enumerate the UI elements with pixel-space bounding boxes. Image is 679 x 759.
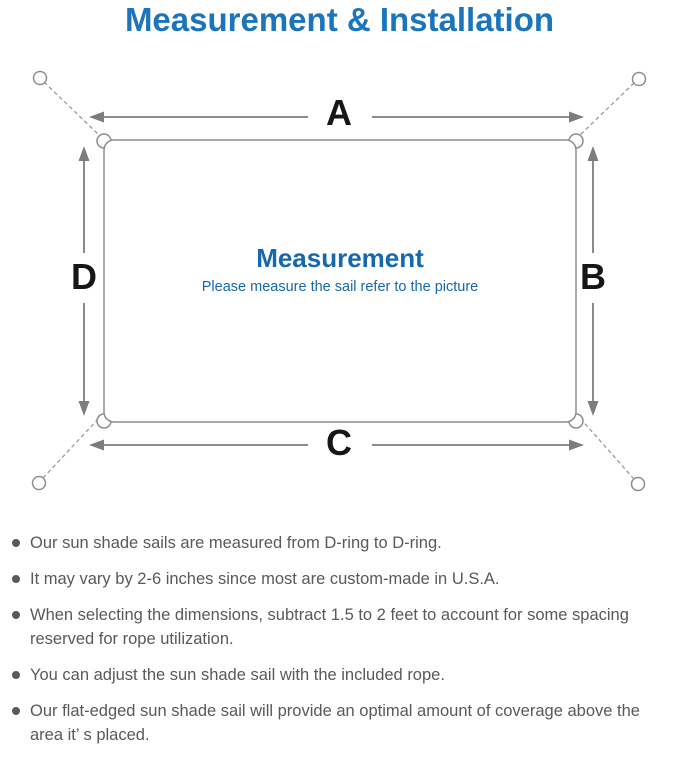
- note-item: Our flat-edged sun shade sail will provi…: [12, 699, 667, 747]
- page-title: Measurement & Installation: [124, 1, 555, 38]
- bullet-icon: [12, 707, 20, 715]
- diagram-center-subtitle: Please measure the sail refer to the pic…: [201, 279, 479, 295]
- sail-diagram-graphic: [31, 70, 647, 492]
- note-item: Our sun shade sails are measured from D-…: [12, 531, 667, 555]
- note-text: You can adjust the sun shade sail with t…: [30, 666, 445, 684]
- note-item: When selecting the dimensions, subtract …: [12, 603, 667, 651]
- diagram-center-title: Measurement: [256, 243, 424, 273]
- anchor-rope-lines: [42, 81, 635, 480]
- note-text: When selecting the dimensions, subtract …: [30, 606, 629, 648]
- dimension-label-b: B: [580, 256, 606, 297]
- anchor-point-circles: [31, 70, 647, 492]
- note-item: It may vary by 2-6 inches since most are…: [12, 567, 667, 591]
- bullet-icon: [12, 539, 20, 547]
- notes-list: Our sun shade sails are measured from D-…: [12, 531, 667, 759]
- note-item: You can adjust the sun shade sail with t…: [12, 663, 667, 687]
- note-text: Our sun shade sails are measured from D-…: [30, 534, 442, 552]
- dimension-label-c: C: [326, 422, 352, 463]
- bullet-icon: [12, 611, 20, 619]
- note-text: Our flat-edged sun shade sail will provi…: [30, 702, 640, 744]
- dimension-label-d: D: [71, 256, 97, 297]
- sail-body: [103, 139, 577, 423]
- bullet-icon: [12, 575, 20, 583]
- dimension-label-a: A: [326, 92, 352, 133]
- dimension-arrows: [78, 111, 599, 451]
- bullet-icon: [12, 671, 20, 679]
- note-text: It may vary by 2-6 inches since most are…: [30, 570, 500, 588]
- measurement-diagram: A B C D Measurement Please measure the s…: [31, 70, 647, 492]
